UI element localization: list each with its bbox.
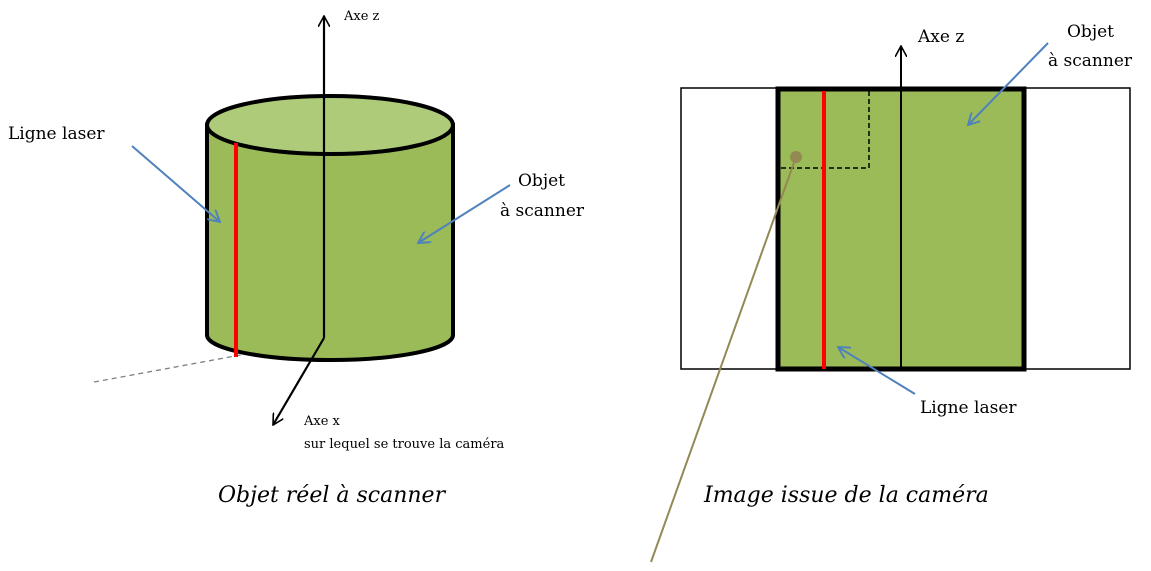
object-label-right-line1: Objet <box>1067 22 1114 42</box>
object-label-left-line1: Objet <box>518 171 565 191</box>
laser-label-left: Ligne laser <box>8 124 105 144</box>
caption-right: Image issue de la caméra <box>703 483 989 508</box>
axis-x-label: Axe x <box>303 414 341 429</box>
caption-left: Objet réel à scanner <box>218 483 447 508</box>
pixel-pointer-line <box>650 156 797 563</box>
axis-x-note: sur lequel se trouve la caméra <box>304 437 505 452</box>
object-label-right-line2: à scanner <box>1048 51 1133 71</box>
laser-pointer-arrow-left <box>131 145 220 222</box>
right-panel: Axe z Objet à scanner Ligne laser Image … <box>650 22 1133 563</box>
axis-x-arrow <box>272 337 325 425</box>
object-pointer-arrow-left <box>418 184 511 243</box>
left-panel: Axe z Ligne laser Objet à scanner Axe x … <box>8 9 585 508</box>
cylinder-top <box>205 94 455 156</box>
object-pointer-arrow-right <box>968 42 1049 125</box>
laser-label-right: Ligne laser <box>920 398 1017 418</box>
cylinder-body <box>205 123 455 362</box>
pixel-pointer-dot <box>790 151 802 163</box>
dashed-detail-region <box>781 91 870 169</box>
laser-pointer-arrow-right <box>838 347 916 395</box>
axis-z-label-right: Axe z <box>917 27 964 47</box>
axis-z-label-left: Axe z <box>343 9 380 24</box>
object-label-left-line2: à scanner <box>500 201 585 221</box>
